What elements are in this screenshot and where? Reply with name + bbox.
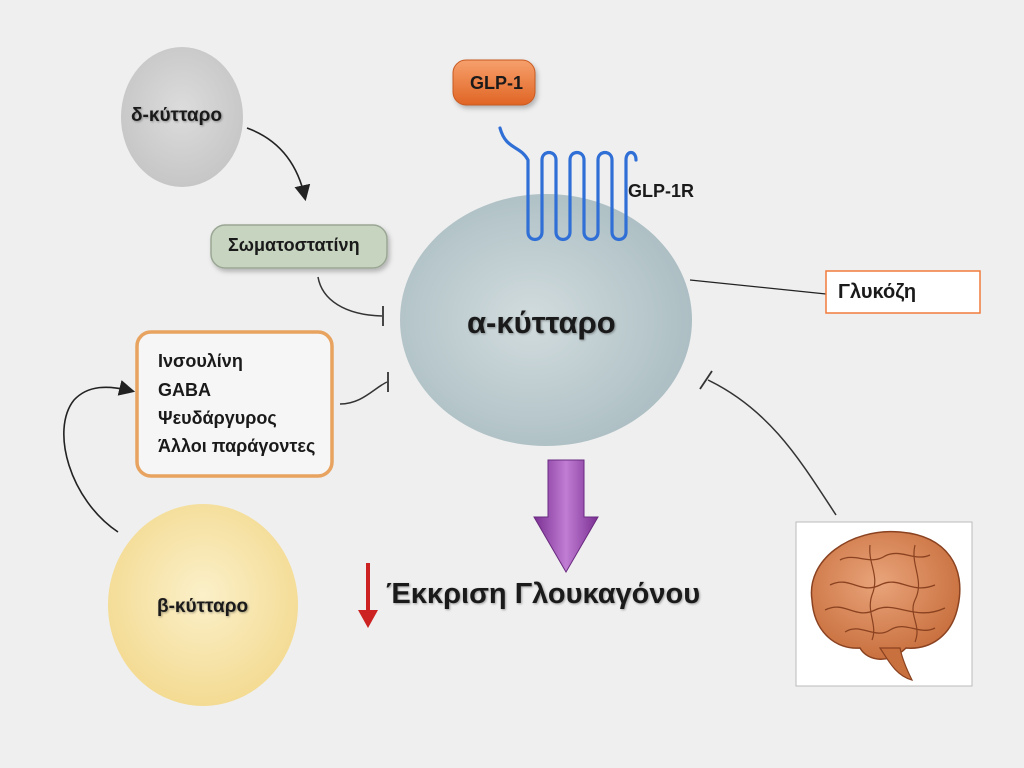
alpha-cell [400,194,692,446]
factor-gaba: GABA [158,380,211,400]
glucose-connector [689,279,827,295]
factor-zinc: Ψευδάργυρος [158,408,277,428]
inhibit-somatostatin-to-alpha [317,276,383,317]
brain-icon [810,530,961,681]
glucose-box [825,270,981,314]
somatostatin-box [210,224,388,269]
glucose-label: Γλυκόζη [838,281,917,303]
inhibit-brain-to-alpha [707,379,837,516]
decrease-arrow-head [358,610,378,628]
glp1r-label: GLP-1R [628,181,695,201]
somatostatin-label: Σωματοστατίνη [228,235,360,255]
glp1r-receptor [498,126,638,242]
arrow-beta-to-factors [63,380,136,533]
glucagon-secretion-label: Έκκριση Γλουκαγόνου [386,578,701,610]
alpha-cell-label: α-κύτταρο [467,305,616,340]
beta-factors-box [135,330,334,478]
delta-cell-label: δ-κύτταρο [131,105,222,126]
inhibit-factors-to-alpha [339,381,388,405]
factor-insulin: Ινσουλίνη [158,351,243,371]
glp1-box [452,59,536,106]
inhibit-bar-brain [699,370,713,390]
factor-other: Άλλοι παράγοντες [158,436,316,456]
arrow-delta-to-somatostatin [246,127,311,202]
glp1-label: GLP-1 [470,73,524,93]
beta-cell [108,504,298,706]
glucagon-secretion-arrow [533,459,599,573]
beta-cell-label: β-κύτταρο [157,596,249,617]
delta-cell [121,47,243,187]
